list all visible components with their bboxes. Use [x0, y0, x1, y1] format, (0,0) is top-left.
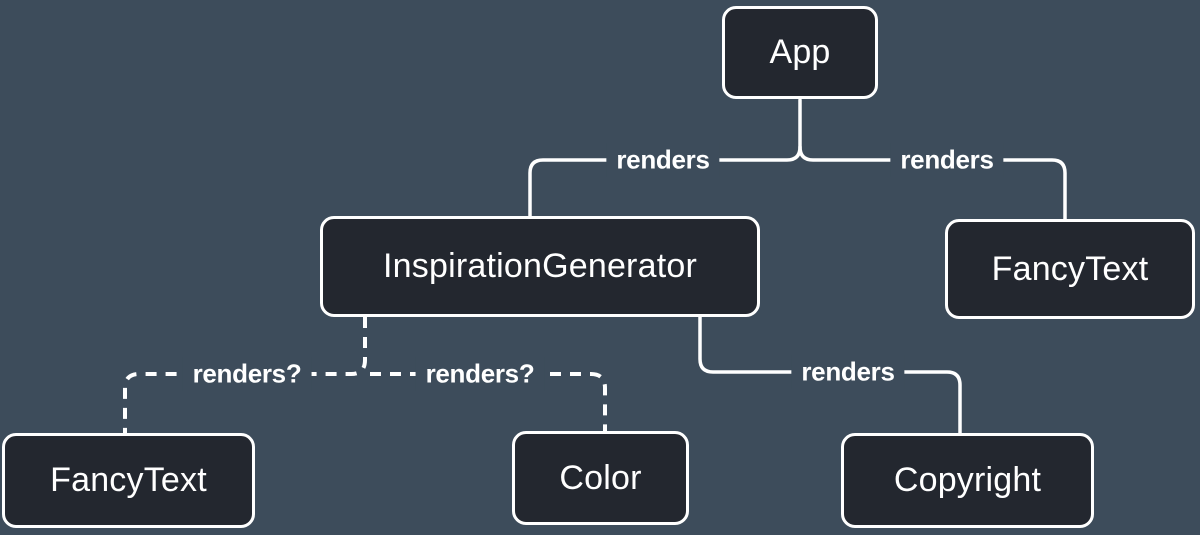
node-inspiration-generator: InspirationGenerator [320, 216, 760, 317]
edge-app-fancytext [798, 145, 1067, 221]
edge-inspirationgenerator-color [370, 372, 607, 431]
node-fancytext-top: FancyText [945, 219, 1195, 319]
edge-label-renders-app-inspiration: renders [606, 142, 720, 178]
node-copyright: Copyright [841, 433, 1094, 528]
edge-label-renders-copyright: renders [791, 354, 905, 390]
node-color: Color [512, 431, 689, 525]
node-fancytext-bottom: FancyText [2, 433, 255, 528]
edge-label-renders-question-color: renders? [415, 356, 545, 392]
edge-inspirationgenerator-fancytext [123, 317, 367, 433]
node-app: App [722, 6, 878, 99]
edge-label-renders-question-fancytext: renders? [182, 356, 312, 392]
edge-label-renders-app-fancytext: renders [890, 142, 1004, 178]
